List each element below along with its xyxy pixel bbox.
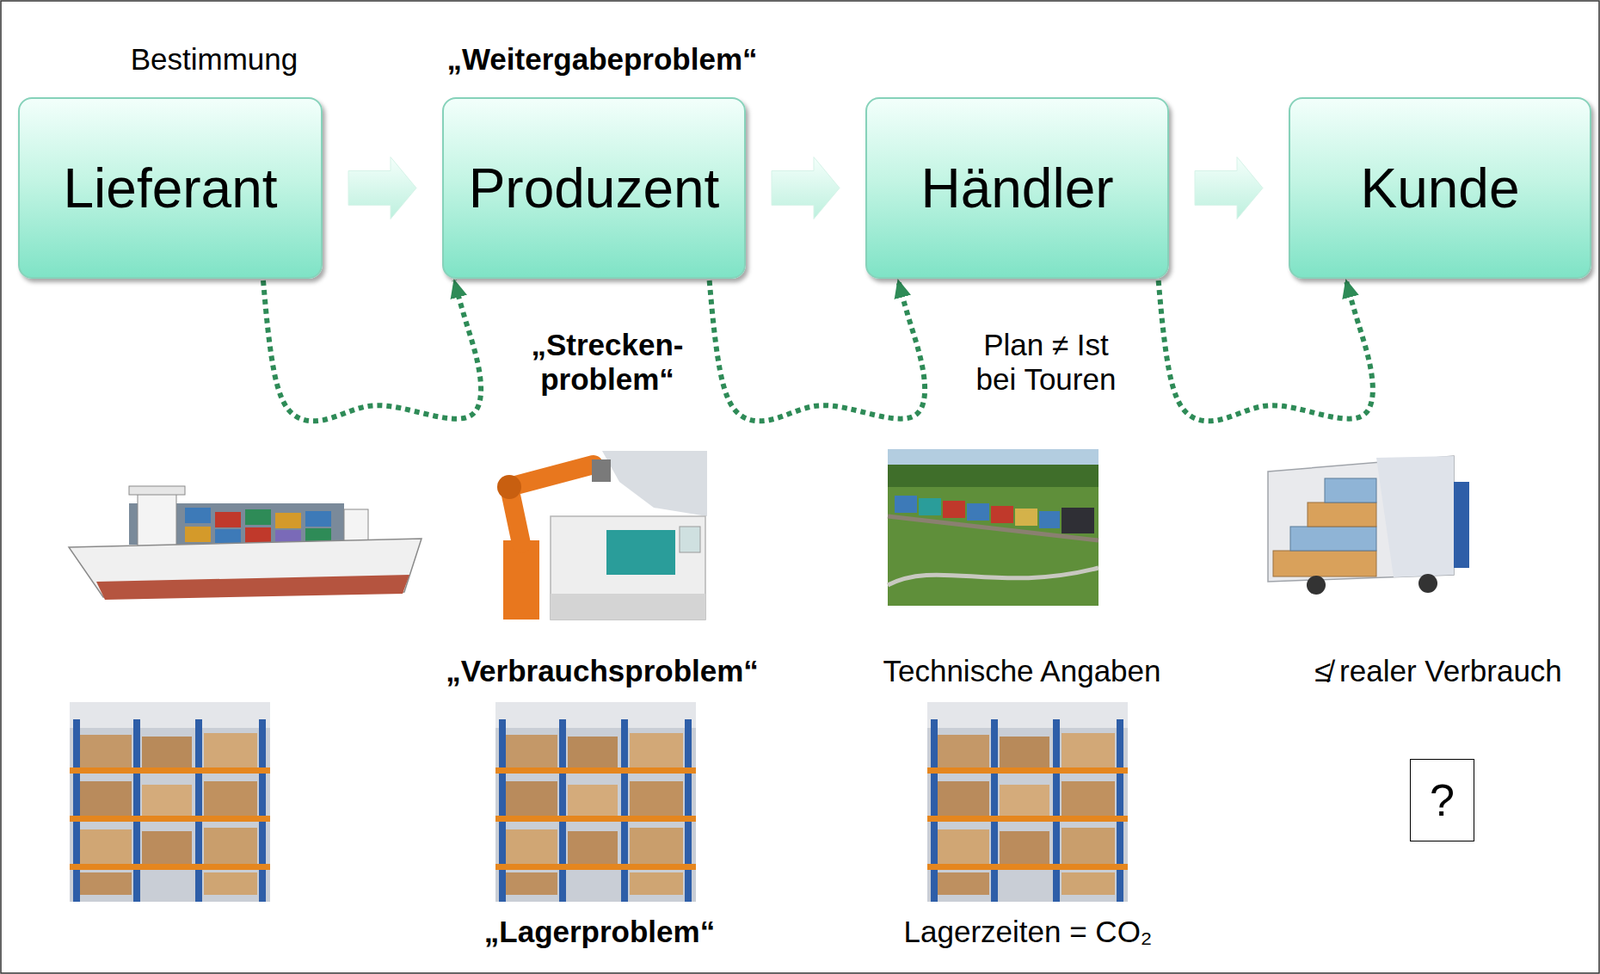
sketch-background (602, 450, 708, 517)
trailer-side (1376, 455, 1454, 578)
truck-cab (1453, 481, 1470, 568)
wheel (1418, 573, 1438, 593)
flow-arrow (348, 157, 417, 220)
container (215, 529, 241, 543)
container (215, 511, 241, 528)
node-title: Kunde (1360, 156, 1520, 221)
stage-note: Technische Angaben (882, 653, 1161, 689)
stage-note: Plan ≠ Ist bei Touren (964, 327, 1128, 398)
container (245, 509, 271, 525)
freight-container (918, 498, 942, 516)
freight-container (942, 500, 966, 518)
node-title: ? (1429, 774, 1455, 826)
locomotive (1061, 507, 1095, 534)
ship-hull-bottom (96, 574, 410, 600)
wheel (1306, 575, 1326, 595)
problem-label: „Weitergabeproblem“ (446, 42, 757, 77)
ship-bridge (137, 490, 177, 547)
container (184, 526, 211, 542)
cargo-boxes (1324, 478, 1377, 503)
container (184, 507, 211, 524)
robot-arm (509, 464, 594, 544)
process-box: Kunde (1288, 97, 1592, 279)
landscape (887, 449, 1099, 606)
node-title: Lieferant (62, 156, 277, 221)
cargo-boxes (1290, 526, 1377, 551)
problem-label: „Strecken- problem“ (504, 327, 711, 398)
stage-note: Lagerzeiten = CO₂ (904, 914, 1153, 949)
node-title: Produzent (468, 156, 720, 221)
container (245, 527, 271, 543)
problem-label: „Verbrauchsproblem“ (445, 653, 759, 689)
freight-container (1039, 510, 1060, 529)
machine-base (550, 593, 706, 620)
freight-container (894, 495, 917, 513)
cargo-boxes (1273, 550, 1377, 577)
freight-container (990, 505, 1014, 524)
warehouse-shelf (69, 701, 271, 902)
freight-container (1015, 508, 1038, 526)
machine-body (550, 516, 706, 620)
loaded-truck (1267, 455, 1470, 595)
feedback-arrow (1158, 280, 1373, 421)
question-box: ? (1409, 758, 1475, 842)
machine-screen (679, 526, 701, 553)
feedback-arrow (263, 280, 481, 421)
freight-container (966, 503, 990, 521)
node-title: Händler (920, 156, 1114, 221)
robot-gripper (591, 459, 611, 482)
trailer (1267, 455, 1454, 582)
feedback-arrow (709, 280, 925, 421)
industrial-robot (497, 450, 708, 620)
stage-note: Bestimmung (130, 42, 299, 77)
machine-panel (606, 529, 676, 575)
road (887, 567, 1099, 585)
process-box: Händler (865, 97, 1170, 279)
flow-arrow (771, 157, 840, 220)
ship-bow-deck (344, 509, 369, 544)
cargo-boxes (1307, 502, 1377, 527)
robot-joint (497, 474, 522, 499)
warehouse-shelf (495, 701, 696, 902)
process-box: Lieferant (18, 97, 323, 279)
ship-bridge-roof (129, 486, 185, 495)
container (275, 512, 302, 529)
process-box: Produzent (442, 97, 746, 279)
freight-train (887, 449, 1099, 606)
tree-line (887, 464, 1099, 487)
flow-arrow (1194, 157, 1263, 220)
container-ship (68, 486, 422, 600)
warehouse-shelf (927, 701, 1128, 902)
problem-label: „Lagerproblem“ (484, 914, 715, 949)
stage-note: ≰ realer Verbrauch (1314, 653, 1563, 689)
container (305, 510, 332, 527)
